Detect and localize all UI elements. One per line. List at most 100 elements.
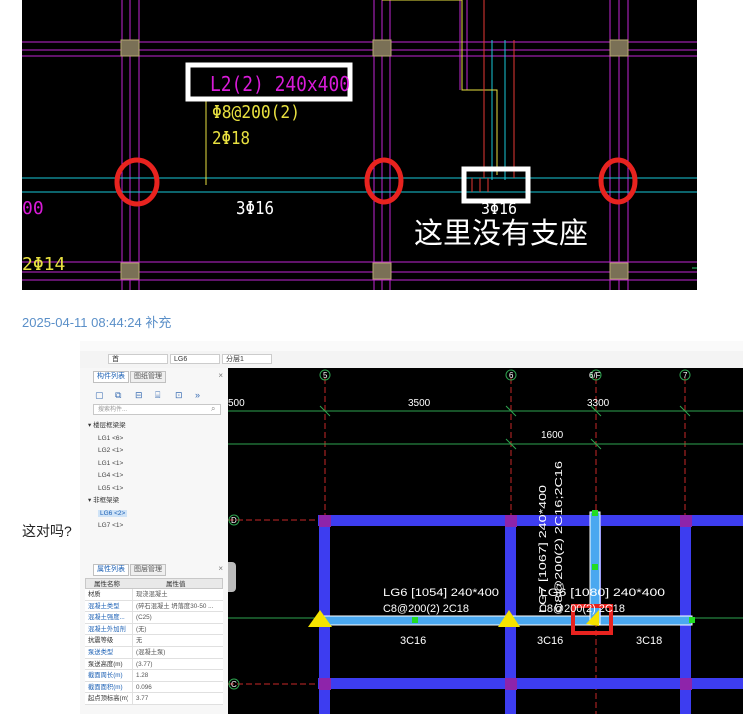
property-row[interactable]: 泵送高度(m) (3.77): [85, 658, 226, 671]
property-name: 截面面积(m): [88, 683, 123, 691]
property-value[interactable]: (混凝土泵): [132, 647, 226, 659]
bottom-bars-2: 3C16: [537, 635, 563, 647]
bottom-bars-3: 3C18: [636, 635, 662, 647]
axis-label: 5: [323, 371, 328, 380]
tree-item[interactable]: LG4 <1>: [98, 472, 124, 479]
dim-text: 500: [228, 398, 245, 409]
col-value: 属性值: [166, 581, 186, 588]
question-text: 这对吗?: [22, 523, 72, 539]
left-edge-text-a: 00: [22, 198, 44, 219]
annotation-text: 这里没有支座: [414, 216, 588, 250]
close-icon[interactable]: ×: [218, 371, 223, 380]
tab-drawing-manage[interactable]: 图纸管理: [130, 371, 166, 383]
save-icon[interactable]: ⊡: [175, 390, 183, 400]
property-row[interactable]: 混凝土外加剂 (无): [85, 623, 226, 636]
property-name: 起点顶标高(m): [88, 695, 128, 703]
tree-item[interactable]: LG7 <1>: [98, 522, 124, 529]
filter-icon[interactable]: ⌸: [155, 390, 161, 400]
floor-select[interactable]: 首: [108, 354, 168, 364]
cad-screenshot-top: L2(2) 240x400 Φ8@200(2) 2Φ18 3Φ16 3Φ16 0…: [22, 0, 697, 290]
layer-icon[interactable]: ⊟: [135, 390, 143, 400]
tree-item[interactable]: LG1 <6>: [98, 434, 124, 442]
property-name: 材质: [88, 591, 101, 598]
drawing-canvas[interactable]: 5 6 6/F 7 D C 500 3500 3300 1600: [228, 368, 743, 714]
close-icon[interactable]: ×: [218, 564, 223, 573]
copy-icon[interactable]: ⧉: [115, 390, 122, 400]
tree-item[interactable]: LG1 <1>: [98, 459, 124, 467]
property-name: 泵送高度(m): [88, 660, 123, 668]
left-edge-text-b: 2Φ14: [22, 254, 65, 275]
layer-select[interactable]: 分层1: [222, 354, 272, 364]
drawing-svg: 5 6 6/F 7 D C 500 3500 3300 1600: [228, 369, 743, 714]
property-value[interactable]: (碎石混凝土 坍落度30-50 ...: [132, 600, 226, 613]
property-value[interactable]: (无): [132, 623, 226, 636]
property-row[interactable]: 泵送类型 (混凝土泵): [85, 647, 223, 659]
stirrup-text: Φ8@200(2): [212, 102, 300, 123]
software-screenshot: 首 LG6 分层1 构件列表图纸管理 × ▢ ⧉ ⊟ ⌸ ⊡ » 搜索构件... ⌕ ▾ …: [80, 341, 743, 714]
tree-group-1[interactable]: ▾ 楼层框梁梁: [88, 422, 126, 429]
property-value[interactable]: 无: [132, 635, 226, 647]
beam-vertical-rebar-text: C8@200(2) 2C16;2C16: [554, 460, 565, 613]
cad-drawing-top: L2(2) 240x400 Φ8@200(2) 2Φ18 3Φ16 3Φ16 0…: [22, 0, 697, 290]
component-tree: ▾ 楼层框梁梁 LG1 <6> LG2 <1> LG1 <1> LG4 <1> …: [88, 420, 128, 533]
component-panel-tabs: 构件列表图纸管理: [93, 371, 167, 383]
tab-layer-manage[interactable]: 图层管理: [130, 564, 166, 576]
side-panel: 构件列表图纸管理 × ▢ ⧉ ⊟ ⌸ ⊡ » 搜索构件... ⌕ ▾ 楼层框梁梁 LG1 …: [80, 368, 229, 714]
top-bars-text: 2Φ18: [212, 128, 250, 149]
bottom-bars-text: 3Φ16: [236, 198, 274, 219]
bottom-bars-1: 3C16: [400, 635, 426, 647]
beam-lg6-rebar-text: C8@200(2) 2C18: [383, 603, 469, 615]
beam-mark-text: L2(2) 240x400: [210, 72, 350, 96]
panel-toolbar: ▢ ⧉ ⊟ ⌸ ⊡ »: [95, 385, 215, 403]
tree-item[interactable]: LG2 <1>: [98, 447, 124, 454]
property-value[interactable]: 3.77: [132, 693, 226, 705]
property-row[interactable]: 混凝土强度... (C25): [85, 612, 223, 624]
property-value[interactable]: (3.77): [132, 658, 226, 671]
panel-collapse-handle[interactable]: [228, 562, 236, 592]
property-value[interactable]: 1.28: [132, 670, 226, 682]
dim-text: 3500: [408, 398, 431, 409]
dim-text: 3300: [587, 398, 610, 409]
property-name: 混凝土强度...: [88, 614, 125, 622]
property-name: 混凝土类型: [88, 602, 120, 610]
axis-label: 7: [683, 371, 688, 380]
property-row[interactable]: 混凝土类型 (碎石混凝土 坍落度30-50 ...: [85, 600, 226, 613]
more-icon[interactable]: »: [195, 390, 201, 400]
tab-component-list[interactable]: 构件列表: [93, 371, 129, 383]
tree-item[interactable]: LG5 <1>: [98, 484, 124, 492]
property-value[interactable]: 0.096: [132, 681, 226, 694]
tree-group-2[interactable]: ▾ 非框架梁: [88, 497, 120, 504]
component-select[interactable]: LG6: [170, 354, 220, 364]
col-name: 属性名称: [94, 581, 120, 588]
right-bottom-bars-text: 3Φ16: [481, 199, 517, 218]
property-row[interactable]: 材质 现浇混凝土: [85, 589, 223, 601]
property-row[interactable]: 抗震等级 无: [85, 635, 223, 647]
supplement-timestamp: 2025-04-11 08:44:24 补充: [22, 315, 172, 330]
axis-label: 6/F: [589, 371, 601, 380]
property-row[interactable]: 起点顶标高(m) 3.77: [85, 693, 223, 705]
property-name: 截面周长(m): [88, 672, 123, 680]
beam-lg6b-rebar-text: C8@200(2) 2C18: [539, 603, 625, 615]
new-icon[interactable]: ▢: [95, 390, 104, 400]
beam-lg6b-text: LG6 [1080] 240*400: [540, 587, 665, 599]
toolbar: 首 LG6 分层1: [80, 351, 743, 369]
dim-text: 1600: [541, 430, 564, 441]
beam-vertical-text: LG7 [1067] 240*400: [538, 484, 549, 613]
tree-item-selected[interactable]: LG6 <2>: [98, 509, 128, 517]
axis-label: 6: [509, 371, 514, 380]
row-label: D: [231, 516, 237, 525]
property-row[interactable]: 截面面积(m) 0.096: [85, 681, 226, 694]
property-name: 混凝土外加剂: [88, 625, 126, 633]
property-name: 泵送类型: [88, 649, 114, 656]
row-label: C: [231, 680, 237, 689]
property-panel-tabs: 属性列表图层管理: [93, 564, 167, 576]
beam-lg6-text: LG6 [1054] 240*400: [383, 587, 499, 599]
property-value[interactable]: 现浇混凝土: [132, 589, 226, 601]
search-icon[interactable]: ⌕: [211, 404, 216, 413]
search-input[interactable]: 搜索构件...: [93, 404, 221, 415]
property-row[interactable]: 截面周长(m) 1.28: [85, 670, 223, 682]
tab-property-list[interactable]: 属性列表: [93, 564, 129, 576]
property-table-header: 属性名称 属性值: [85, 578, 223, 589]
property-name: 抗震等级: [88, 637, 114, 645]
property-value[interactable]: (C25): [132, 612, 226, 624]
